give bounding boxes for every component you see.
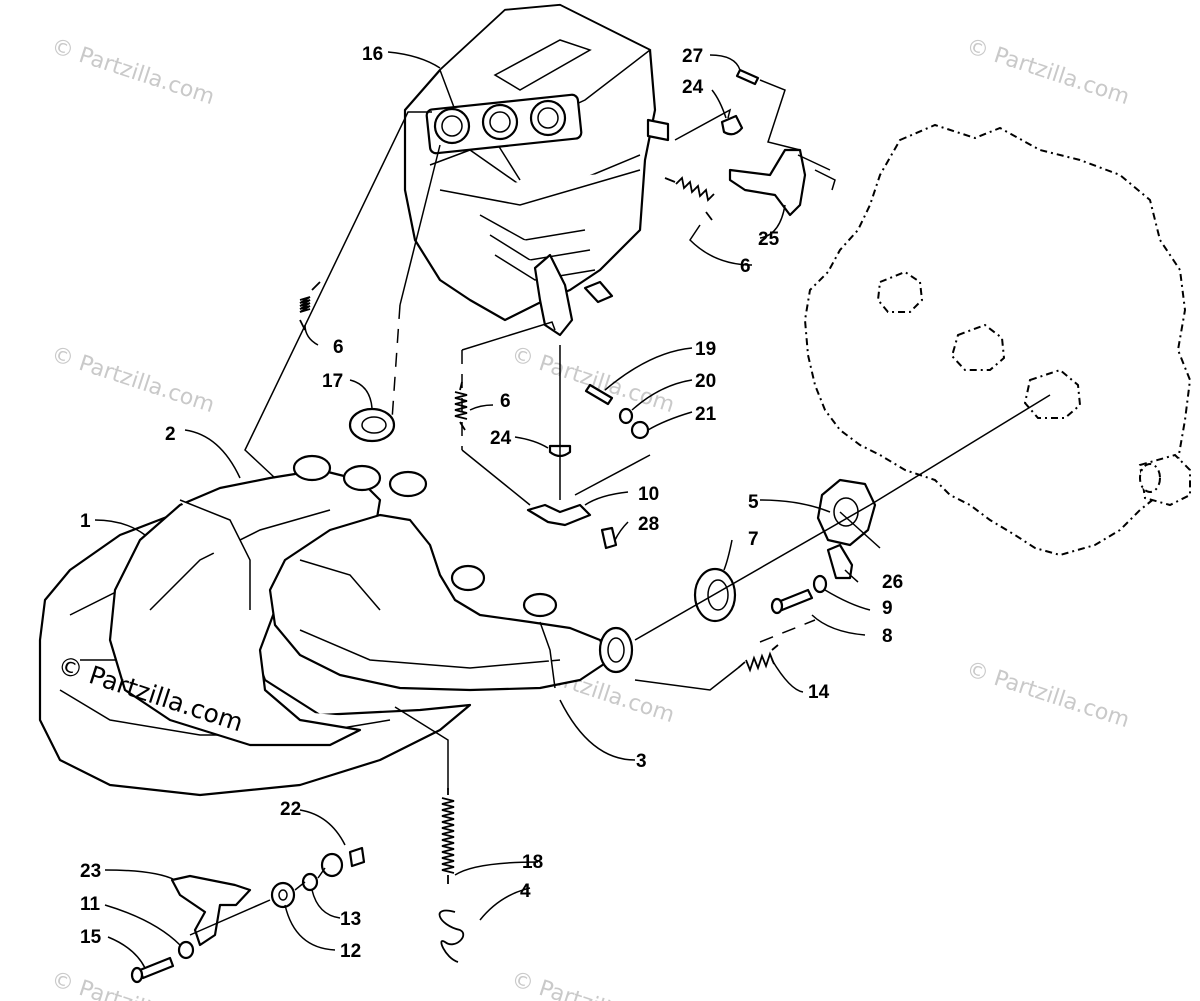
spring-part-14 xyxy=(737,644,779,673)
hanger-part-23 xyxy=(170,874,252,947)
callout-10: 10 xyxy=(638,484,659,505)
spring-part-6 xyxy=(664,176,715,221)
callout-16: 16 xyxy=(362,44,383,65)
callout-26: 26 xyxy=(882,572,903,593)
mid-pipe-part-3 xyxy=(268,513,634,692)
flange-part-5 xyxy=(816,478,877,547)
bolt-part-28 xyxy=(600,526,618,550)
callout-25: 25 xyxy=(758,229,780,250)
bolt-part-27 xyxy=(735,68,760,86)
bracket-part-10 xyxy=(526,503,592,527)
callout-3: 3 xyxy=(636,751,647,772)
callout-27: 27 xyxy=(682,46,703,67)
callout-23: 23 xyxy=(80,861,101,882)
seal-part-7 xyxy=(693,567,737,623)
assembly-lines xyxy=(189,79,1051,936)
callouts: 16 27 24 25 6 6 17 2 1 6 24 19 20 21 10 … xyxy=(80,44,903,962)
callout-4: 4 xyxy=(520,881,531,902)
callout-2: 2 xyxy=(165,424,176,445)
spring-part-6 xyxy=(454,381,468,431)
callout-7: 7 xyxy=(748,529,759,550)
callout-11: 11 xyxy=(80,894,101,915)
seal-part-17 xyxy=(348,407,396,443)
callout-1: 1 xyxy=(80,511,91,532)
callout-13: 13 xyxy=(340,909,361,930)
bracket-tab xyxy=(814,169,836,191)
watermark: © Partzilla.com xyxy=(963,34,1132,110)
callout-12: 12 xyxy=(340,941,361,962)
bolt-part-15 xyxy=(130,956,175,984)
bracket-part-26 xyxy=(826,543,854,580)
callout-8: 8 xyxy=(882,626,893,647)
callout-9: 9 xyxy=(882,598,893,619)
washer-part-9 xyxy=(812,574,828,594)
callout-6: 6 xyxy=(500,391,511,412)
callout-5: 5 xyxy=(748,492,759,513)
watermark: © Partzilla.com xyxy=(963,657,1132,733)
spring-part-18 xyxy=(441,788,455,884)
callout-28: 28 xyxy=(638,514,659,535)
spring-part-6 xyxy=(299,281,321,331)
callout-22: 22 xyxy=(280,799,301,820)
callout-19: 19 xyxy=(695,339,716,360)
callout-17: 17 xyxy=(322,371,343,392)
watermark: © Partzilla.com xyxy=(48,342,217,418)
header-pipe-part-2 xyxy=(108,454,428,747)
callout-18: 18 xyxy=(522,852,543,873)
bracket-part-25 xyxy=(728,148,807,217)
nut-part-21 xyxy=(630,420,650,440)
callout-21: 21 xyxy=(695,404,717,425)
washer-part-11 xyxy=(177,940,195,960)
engine-outline xyxy=(803,123,1192,557)
callout-6: 6 xyxy=(333,337,344,358)
callout-24: 24 xyxy=(682,77,704,98)
watermark: © Partzilla.com xyxy=(508,342,677,418)
watermark: © Partzilla.com xyxy=(48,34,217,110)
bushing-part-13 xyxy=(301,872,319,892)
watermark: © Partzilla.com xyxy=(508,967,677,1001)
washer-part-20 xyxy=(618,407,634,425)
bolt-part-8 xyxy=(770,588,814,615)
airbox-part-16 xyxy=(403,3,670,337)
callout-14: 14 xyxy=(808,682,830,703)
callout-15: 15 xyxy=(80,927,102,948)
clip-part-4 xyxy=(438,909,465,963)
plug-part-24 xyxy=(720,114,744,136)
nut-part-22 xyxy=(320,846,366,878)
spacer-part-12 xyxy=(270,881,296,909)
callout-24: 24 xyxy=(490,428,512,449)
bolt-part-19 xyxy=(584,383,614,406)
callout-6: 6 xyxy=(740,256,751,277)
callout-20: 20 xyxy=(695,371,716,392)
leader-lines xyxy=(94,51,871,969)
